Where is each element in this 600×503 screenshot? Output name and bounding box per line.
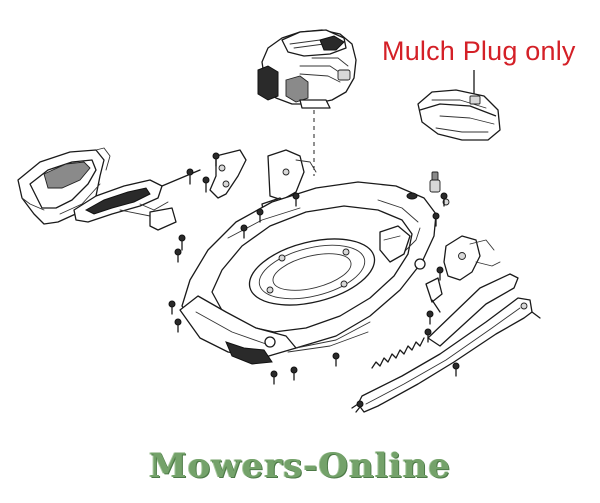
- bolt: [178, 234, 186, 251]
- small-fittings: [406, 171, 450, 206]
- bolt: [332, 352, 340, 367]
- bolt: [168, 300, 176, 315]
- mulch-plug: [417, 70, 501, 141]
- bolt: [290, 366, 298, 381]
- bolt: [256, 208, 264, 223]
- bolt: [212, 152, 220, 167]
- bolt: [174, 248, 182, 263]
- rear-flap: [73, 169, 201, 231]
- bolt: [270, 370, 278, 385]
- spring: [371, 337, 425, 369]
- engine: [257, 29, 357, 176]
- lower-handle: [351, 273, 541, 413]
- bolt: [452, 362, 460, 377]
- bolt: [436, 266, 444, 281]
- bolt: [355, 400, 364, 413]
- bolt: [432, 212, 440, 227]
- deck: [179, 181, 437, 365]
- bolt: [174, 318, 182, 333]
- bolt: [424, 328, 432, 343]
- watermark-logo: Mowers-Online: [149, 446, 451, 486]
- bolt: [240, 224, 248, 239]
- bolts: [168, 152, 460, 413]
- height-adjuster: [425, 235, 501, 313]
- bolt: [186, 168, 194, 185]
- mulch-plug-callout: Mulch Plug only: [382, 36, 576, 66]
- bolt: [426, 310, 434, 325]
- bolt: [292, 192, 300, 207]
- bolt: [202, 176, 210, 193]
- bolt: [440, 192, 448, 207]
